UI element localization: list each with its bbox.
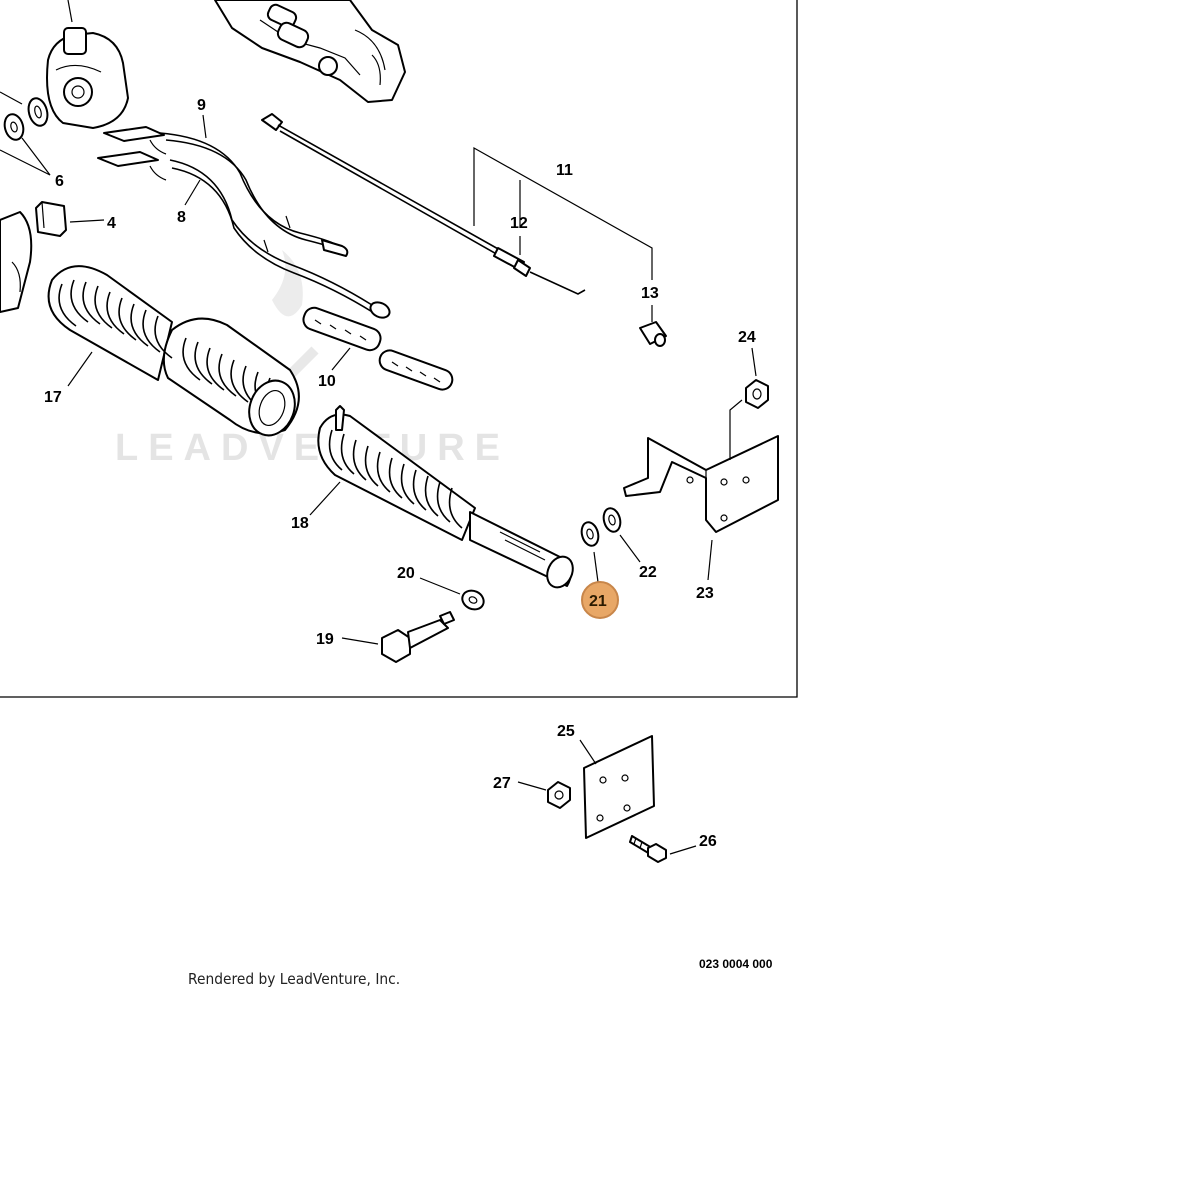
callout-23: 23 bbox=[696, 585, 714, 602]
callout-24: 24 bbox=[738, 329, 756, 346]
callout-18: 18 bbox=[291, 515, 309, 532]
part-23-24-bracket: 23 24 bbox=[623, 329, 779, 602]
callout-22: 22 bbox=[639, 564, 657, 581]
part-25-26-27-plate: 25 27 26 bbox=[493, 723, 717, 863]
leader-stub bbox=[67, 0, 73, 23]
callout-8: 8 bbox=[177, 209, 186, 226]
part-21-22-washers: 21 22 bbox=[580, 507, 657, 619]
tube-fragment bbox=[0, 211, 33, 313]
callout-9: 9 bbox=[197, 97, 206, 114]
callout-27: 27 bbox=[493, 775, 511, 792]
watermark: LEADVENTURE bbox=[115, 250, 510, 469]
callout-25: 25 bbox=[557, 723, 575, 740]
handle-housing bbox=[214, 0, 406, 103]
part-10-springs: 10 bbox=[302, 306, 454, 391]
callout-17: 17 bbox=[44, 389, 62, 406]
callout-26: 26 bbox=[699, 833, 717, 850]
callout-19: 19 bbox=[316, 631, 334, 648]
callout-6: 6 bbox=[55, 173, 64, 190]
rendered-by-text: Rendered by LeadVenture, Inc. bbox=[188, 970, 401, 988]
callout-12: 12 bbox=[510, 215, 528, 232]
callout-10: 10 bbox=[318, 373, 336, 390]
part-8-9-wires: 9 8 bbox=[97, 97, 391, 319]
callout-4: 4 bbox=[107, 215, 116, 232]
drawing-code: 023 0004 000 bbox=[699, 957, 773, 971]
part-19-20-bolt: 19 20 bbox=[316, 565, 485, 663]
highlight-part-21[interactable] bbox=[581, 581, 619, 619]
callout-11: 11 bbox=[556, 162, 573, 179]
part-18-shaft: 18 bbox=[291, 405, 574, 589]
callout-21: 21 bbox=[589, 593, 607, 610]
part-4-block: 4 bbox=[35, 201, 116, 237]
part-6-washers: 6 bbox=[0, 91, 64, 190]
part-17-hose: 17 bbox=[44, 265, 300, 437]
callout-20: 20 bbox=[397, 565, 415, 582]
part-11-12-13-cable: 11 12 13 bbox=[261, 113, 667, 347]
diagram-frame bbox=[0, 0, 798, 698]
watermark-text: LEADVENTURE bbox=[115, 427, 510, 469]
switch-unit bbox=[46, 27, 129, 129]
callout-13: 13 bbox=[641, 285, 659, 302]
